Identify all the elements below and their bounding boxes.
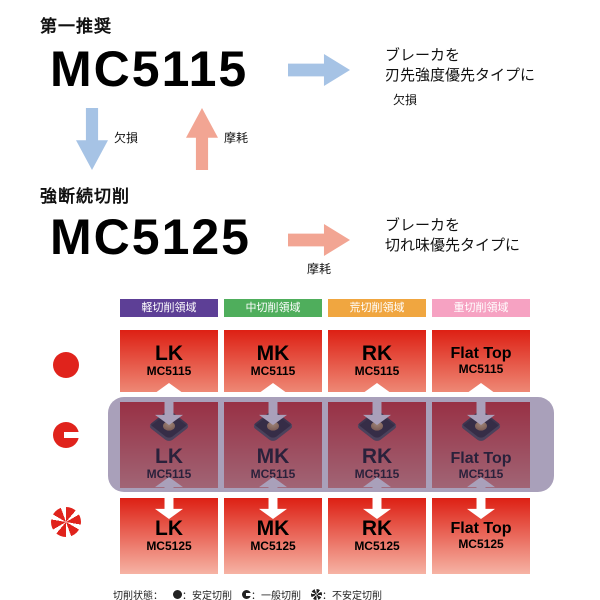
section1-note-line1: ブレーカを bbox=[385, 47, 461, 64]
legend-general-label: ：一般切削 bbox=[251, 591, 301, 600]
down-arrow-icon bbox=[76, 108, 108, 170]
middle-row-highlight-band bbox=[108, 397, 554, 492]
column-header-medium-cutting: 中切削領域 bbox=[224, 299, 322, 317]
legend: 切削状態： ：安定切削 ：一般切削 ：不安定切削 bbox=[113, 587, 382, 600]
cell-series: MC5125 bbox=[458, 536, 504, 551]
matrix-cell: RK MC5115 bbox=[328, 330, 426, 392]
right-arrow-blue-icon bbox=[288, 54, 350, 86]
stable-cutting-mini-icon bbox=[173, 590, 182, 599]
section1-note: ブレーカを 刃先強度優先タイプに bbox=[385, 46, 535, 86]
cell-series: MC5115 bbox=[250, 364, 296, 379]
cell-grade: LK bbox=[155, 517, 183, 541]
section1-heading: 第一推奨 bbox=[40, 17, 112, 36]
column-header-heavy-cutting: 重切削領域 bbox=[432, 299, 530, 317]
icon-notch bbox=[64, 432, 81, 438]
general-cutting-icon bbox=[53, 422, 81, 448]
section2-note-line2: 切れ味優先タイプに bbox=[385, 237, 521, 254]
legend-item-stable: ：安定切削 bbox=[173, 587, 232, 600]
cell-grade: LK bbox=[155, 342, 183, 366]
up-arrow-icon bbox=[186, 108, 218, 170]
section2-model: MC5125 bbox=[50, 209, 251, 265]
section2-arrow-label: 摩耗 bbox=[307, 262, 332, 276]
column-header-rough-cutting: 荒切削領域 bbox=[328, 299, 426, 317]
up-arrow-label: 摩耗 bbox=[224, 131, 249, 145]
stable-cutting-icon bbox=[53, 352, 79, 378]
cell-series: MC5125 bbox=[250, 539, 296, 554]
legend-item-general: ：一般切削 bbox=[242, 587, 301, 600]
cell-series: MC5115 bbox=[354, 364, 400, 379]
matrix-cell: LK MC5115 bbox=[120, 330, 218, 392]
cell-grade: MK bbox=[256, 517, 290, 541]
legend-unstable-label: ：不安定切削 bbox=[322, 591, 382, 600]
section1-note-line2: 刃先強度優先タイプに bbox=[385, 67, 536, 84]
cell-series: MC5115 bbox=[146, 364, 192, 379]
cell-series: MC5125 bbox=[354, 539, 400, 554]
section1-arrow-label: 欠損 bbox=[393, 93, 418, 107]
cell-grade: Flat Top bbox=[450, 345, 512, 362]
cell-grade: RK bbox=[361, 517, 393, 541]
matrix-cell: Flat Top MC5115 bbox=[432, 330, 530, 392]
section1-model: MC5115 bbox=[50, 41, 249, 97]
unstable-cutting-icon bbox=[51, 507, 81, 537]
legend-stable-label: ：安定切削 bbox=[182, 591, 232, 600]
cell-grade: MK bbox=[256, 342, 290, 366]
unstable-cutting-mini-icon bbox=[311, 589, 322, 600]
legend-item-unstable: ：不安定切削 bbox=[311, 587, 382, 600]
matrix-cell: MK MC5115 bbox=[224, 330, 322, 392]
cell-series: MC5115 bbox=[458, 361, 504, 376]
cell-grade: RK bbox=[361, 342, 393, 366]
legend-prefix: 切削状態： bbox=[113, 591, 163, 600]
column-header-light-cutting: 軽切削領域 bbox=[120, 299, 218, 317]
cell-series: MC5125 bbox=[146, 539, 192, 554]
down-arrow-label: 欠損 bbox=[114, 131, 139, 145]
section2-note-line1: ブレーカを bbox=[385, 217, 461, 234]
general-cutting-mini-icon bbox=[242, 590, 252, 599]
section2-heading: 強断続切削 bbox=[40, 187, 130, 206]
right-arrow-red-icon bbox=[288, 224, 350, 256]
section2-note: ブレーカを 切れ味優先タイプに bbox=[385, 216, 520, 256]
cell-grade: Flat Top bbox=[450, 520, 512, 537]
